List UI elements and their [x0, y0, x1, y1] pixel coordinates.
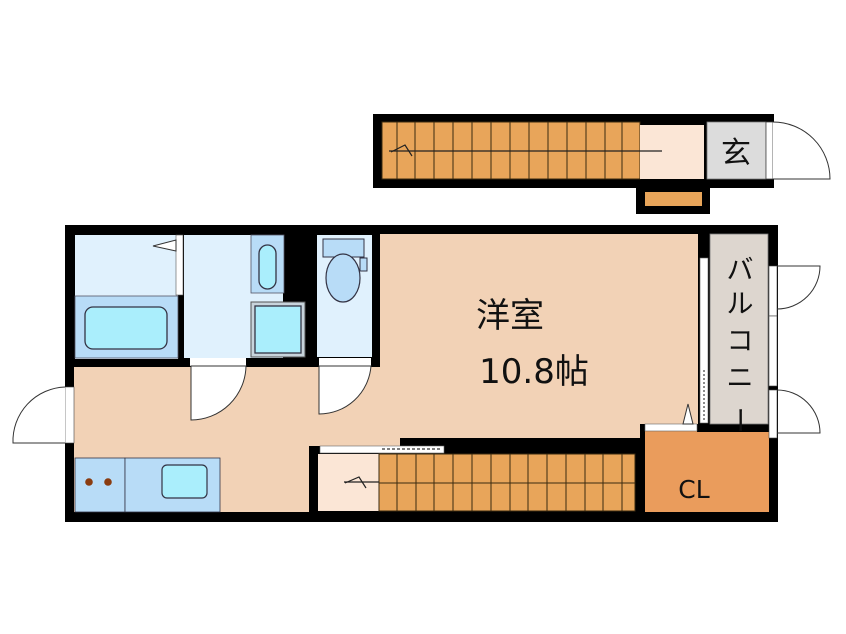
balcony-window[interactable] — [699, 257, 709, 424]
toilet-icon — [325, 253, 361, 303]
stairs-arrow-icon — [390, 144, 413, 157]
balcony: バ ル コ ニ ー — [699, 233, 821, 439]
washroom-door[interactable] — [190, 358, 247, 421]
front-door[interactable] — [12, 386, 75, 444]
shoe-box — [645, 192, 702, 206]
toilet-door[interactable] — [318, 358, 372, 415]
burner-icon — [85, 478, 93, 486]
entrance-landing — [640, 125, 704, 179]
stove — [74, 457, 126, 513]
washing-machine-icon — [254, 305, 302, 354]
balcony-door-upper[interactable] — [768, 265, 821, 317]
upper-entrance-block: 玄 — [373, 114, 831, 214]
bathtub-icon — [84, 306, 168, 350]
burner-icon — [104, 478, 112, 486]
western-room-size: 10.8帖 — [479, 352, 589, 392]
bathroom — [74, 234, 184, 359]
svg-text:ニ: ニ — [727, 363, 754, 394]
closet: CL — [644, 403, 769, 512]
svg-text:コ: コ — [727, 326, 754, 357]
entrance-label: 玄 — [721, 136, 751, 171]
lower-stairs — [309, 445, 639, 513]
entrance-door[interactable] — [765, 121, 831, 180]
western-room-name: 洋室 — [476, 296, 544, 336]
stairs-arrow-icon — [344, 476, 367, 489]
balcony-label: バ ル コ ニ ー — [723, 255, 754, 434]
closet-door-arrow-icon — [682, 403, 694, 425]
washroom — [184, 234, 306, 358]
bath-door-arrow-icon — [152, 239, 177, 252]
closet-door[interactable] — [644, 423, 698, 432]
closet-label: CL — [678, 475, 709, 504]
svg-text:ル: ル — [727, 289, 754, 320]
toilet-room — [317, 235, 372, 357]
sink-icon — [258, 244, 277, 290]
balcony-door-lower[interactable] — [768, 389, 821, 439]
kitchen — [74, 457, 221, 513]
svg-text:ー: ー — [723, 407, 754, 434]
kitchen-sink-icon — [161, 464, 208, 499]
main-block: CL バ ル コ ニ ー 洋室 — [12, 225, 821, 522]
svg-text:バ: バ — [727, 255, 754, 286]
